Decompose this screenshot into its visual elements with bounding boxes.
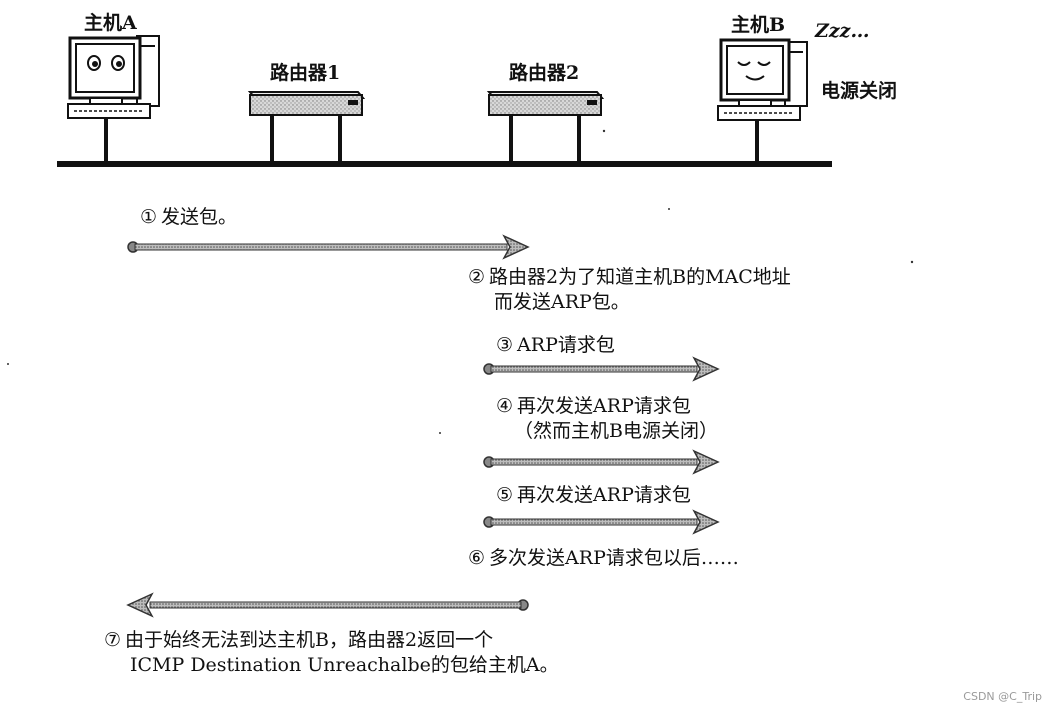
step-2-number: ② xyxy=(468,266,486,288)
router-2-label: 路由器2 xyxy=(509,62,580,84)
scan-specks xyxy=(7,129,914,434)
arrow-step-7 xyxy=(126,592,529,618)
power-off-label: 电源关闭 xyxy=(821,80,898,102)
arrow-step-5 xyxy=(483,509,720,535)
host-a-computer-icon xyxy=(67,35,160,164)
step-2-text-line-1: 路由器2为了知道主机B的MAC地址 xyxy=(489,266,791,288)
step-7-text-line-2: ICMP Destination Unreachalbe的包给主机A。 xyxy=(130,654,559,676)
watermark: CSDN @C_Trip xyxy=(963,690,1042,703)
router-2-icon xyxy=(486,91,605,164)
step-6-text: 多次发送ARP请求包以后…… xyxy=(489,547,739,569)
host-b-label: 主机B xyxy=(731,14,786,36)
arrow-step-3 xyxy=(483,356,720,382)
step-3-text: ARP请求包 xyxy=(517,334,615,356)
step-4-number: ④ xyxy=(496,395,514,417)
step-7-text-line-1: 由于始终无法到达主机B，路由器2返回一个 xyxy=(125,629,494,651)
arrow-step-1 xyxy=(127,234,530,260)
step-5-text: 再次发送ARP请求包 xyxy=(517,484,691,506)
step-5-number: ⑤ xyxy=(496,484,514,506)
step-1-text: 发送包。 xyxy=(161,206,238,228)
sleep-text: Zzz… xyxy=(815,20,870,42)
step-3-number: ③ xyxy=(496,334,514,356)
step-4-text-line-2: （然而主机B电源关闭） xyxy=(514,420,718,442)
router-1-icon xyxy=(247,91,366,164)
step-4-text-line-1: 再次发送ARP请求包 xyxy=(517,395,691,417)
host-a-label: 主机A xyxy=(84,12,137,34)
arrow-step-4 xyxy=(483,449,720,475)
arrows xyxy=(126,234,720,618)
step-2-text-line-2: 而发送ARP包。 xyxy=(494,291,630,313)
step-1-number: ① xyxy=(140,206,158,228)
step-7-number: ⑦ xyxy=(104,629,122,651)
step-6-number: ⑥ xyxy=(468,547,486,569)
host-b-computer-icon xyxy=(717,38,808,164)
router-1-label: 路由器1 xyxy=(270,62,341,84)
